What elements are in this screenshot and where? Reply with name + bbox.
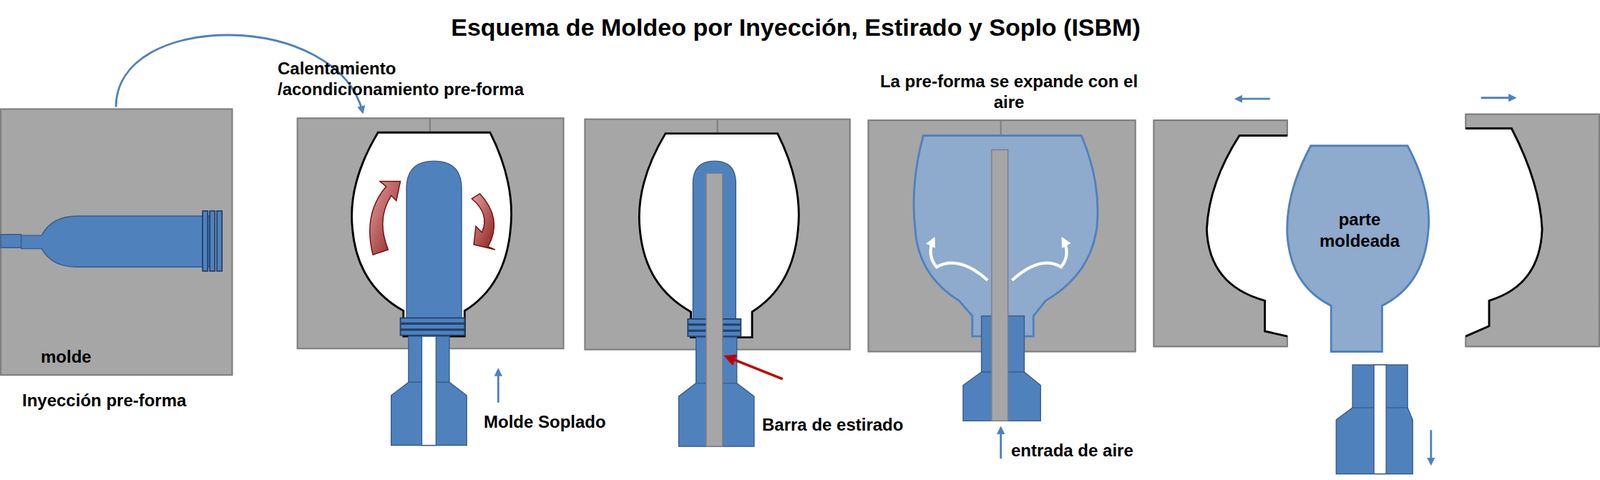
molded-part: parte moldeada [1288, 145, 1432, 315]
mold-box: molde [0, 109, 232, 376]
step-label: Inyección pre-forma [22, 390, 187, 412]
node-text: parte moldeada [1309, 208, 1410, 252]
diagram-title: Esquema de Moldeo por Inyección, Estirad… [0, 12, 1596, 43]
step-label: La pre-forma se expande con el aire [872, 71, 1145, 114]
part-label: Molde Soplado [483, 412, 607, 433]
part-label: entrada de aire [1011, 440, 1134, 462]
node-text: molde [40, 346, 92, 368]
step-label: Calentamiento /acondicionamiento pre-for… [277, 58, 557, 101]
part-label: Barra de estirado [762, 415, 904, 436]
